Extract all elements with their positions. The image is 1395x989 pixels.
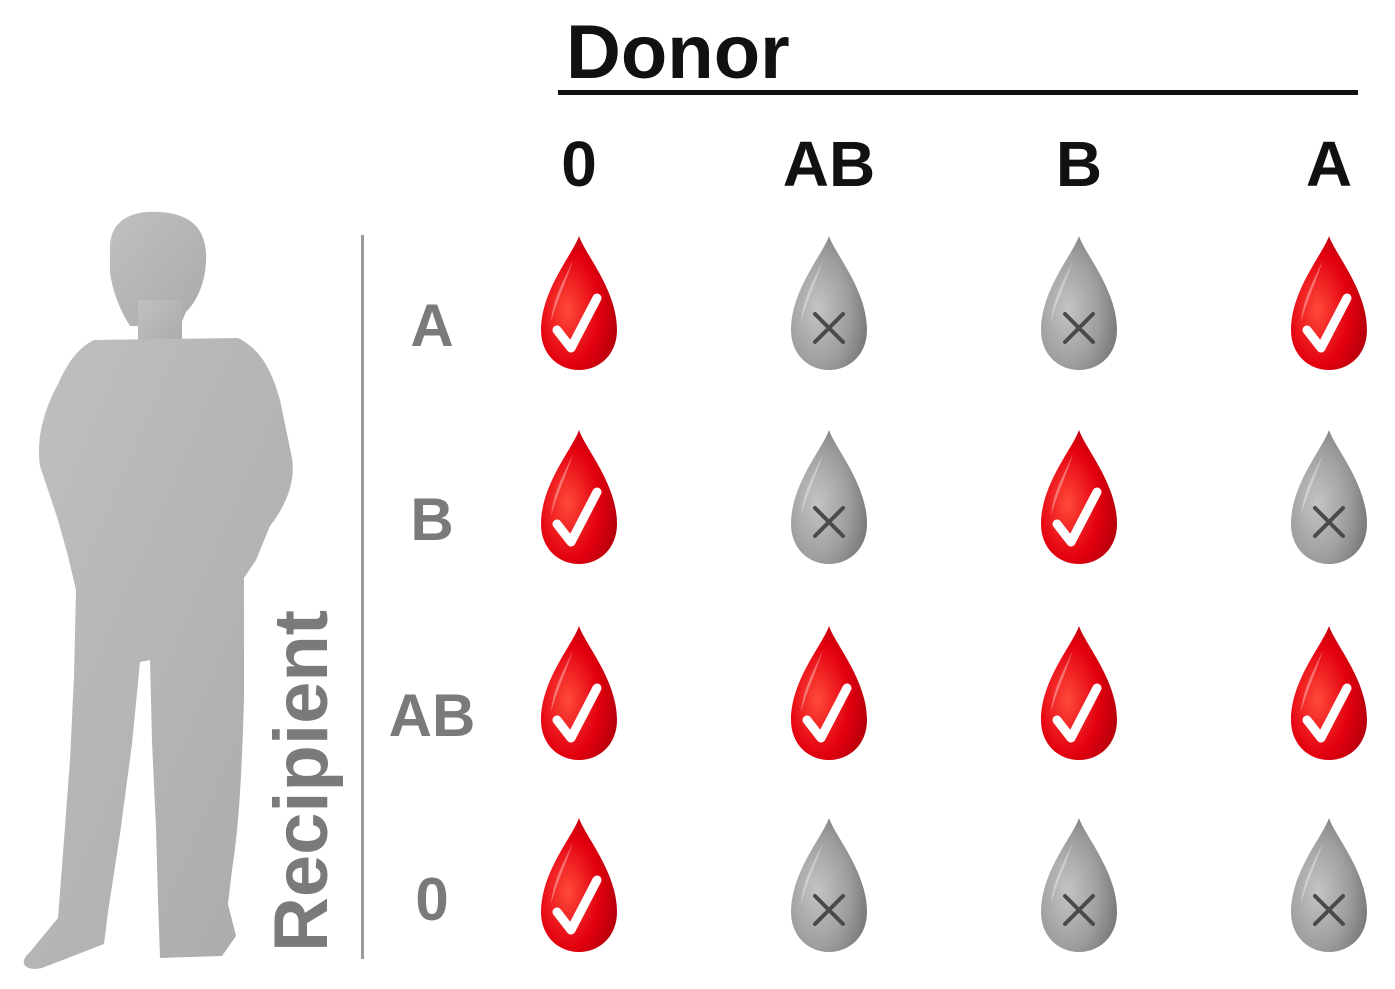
- cross-icon: [813, 894, 845, 926]
- incompatible-drop: [1041, 818, 1117, 952]
- check-icon: [552, 487, 602, 547]
- check-icon: [1302, 293, 1352, 353]
- cross-icon: [1063, 894, 1095, 926]
- incompatible-drop: [1041, 236, 1117, 370]
- recipient-type-header: B: [410, 486, 453, 553]
- cross-icon: [1313, 894, 1345, 926]
- compatible-drop: [1041, 626, 1117, 760]
- incompatible-drop: [791, 430, 867, 564]
- cross-icon: [813, 506, 845, 538]
- recipient-axis-label: Recipient: [259, 610, 344, 952]
- cross-icon: [1313, 506, 1345, 538]
- cross-icon: [1063, 312, 1095, 344]
- donor-type-header: A: [1306, 128, 1352, 200]
- compatible-drop: [1041, 430, 1117, 564]
- donor-type-header: 0: [561, 128, 597, 200]
- incompatible-drop: [791, 236, 867, 370]
- donor-title: Donor: [566, 10, 790, 95]
- recipient-type-header: AB: [389, 682, 476, 749]
- check-icon: [552, 683, 602, 743]
- compatible-drop: [541, 236, 617, 370]
- compatible-drop: [1291, 626, 1367, 760]
- donor-headers: 0 AB B A: [561, 128, 1352, 200]
- incompatible-drop: [1291, 818, 1367, 952]
- person-silhouette-icon: [23, 211, 293, 969]
- compatible-drop: [541, 430, 617, 564]
- check-icon: [552, 293, 602, 353]
- compatible-drop: [541, 626, 617, 760]
- donor-underline: [558, 90, 1358, 95]
- check-icon: [552, 875, 602, 935]
- recipient-type-header: 0: [415, 866, 448, 933]
- check-icon: [1052, 683, 1102, 743]
- recipient-separator: [361, 235, 364, 959]
- check-icon: [802, 683, 852, 743]
- donor-type-header: AB: [783, 128, 875, 200]
- compatible-drop: [791, 626, 867, 760]
- check-icon: [1052, 487, 1102, 547]
- cross-icon: [813, 312, 845, 344]
- compatible-drop: [541, 818, 617, 952]
- recipient-type-header: A: [410, 292, 453, 359]
- check-icon: [1302, 683, 1352, 743]
- compatibility-grid: [541, 236, 1367, 952]
- compatible-drop: [1291, 236, 1367, 370]
- incompatible-drop: [791, 818, 867, 952]
- donor-type-header: B: [1056, 128, 1102, 200]
- incompatible-drop: [1291, 430, 1367, 564]
